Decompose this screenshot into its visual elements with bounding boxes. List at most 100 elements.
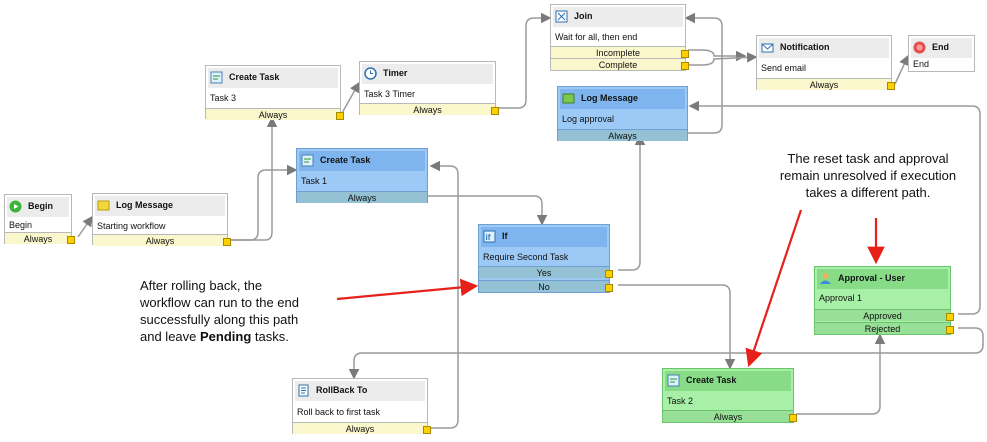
task-icon [301, 154, 314, 167]
output-port[interactable] [491, 107, 499, 115]
output-port[interactable] [605, 270, 613, 278]
node-description: Roll back to first task [297, 407, 381, 417]
if-node[interactable]: if If Require Second Task Yes No [478, 224, 613, 293]
link-rejected-rollback [348, 327, 984, 380]
output-rejected[interactable]: Rejected [815, 322, 954, 334]
document-icon [297, 384, 310, 397]
output-port[interactable] [681, 50, 689, 58]
output-always[interactable]: Always [360, 103, 499, 115]
callout-left: After rolling back, the workflow can run… [140, 278, 299, 344]
task-icon [667, 374, 680, 387]
link-if-yes-logapproval [618, 134, 646, 271]
node-title: If [502, 231, 508, 241]
branch-icon: if [483, 230, 496, 243]
node-description: Log approval [562, 114, 615, 124]
output-always[interactable]: Always [663, 410, 797, 422]
output-always[interactable]: Always [5, 232, 75, 244]
output-always[interactable]: Always [757, 78, 895, 90]
link-if-no-createtask2 [618, 284, 736, 370]
node-description: Task 3 Timer [364, 89, 416, 99]
end-node[interactable]: End End [908, 35, 975, 72]
node-title: RollBack To [316, 385, 368, 395]
node-description: End [913, 59, 930, 69]
node-title: Begin [28, 201, 54, 211]
output-always[interactable]: Always [558, 129, 687, 141]
output-port[interactable] [605, 284, 613, 292]
link-notification-end [894, 54, 909, 85]
output-port[interactable] [887, 82, 895, 90]
rollback-to-node[interactable]: RollBack To Roll back to first task Alwa… [292, 378, 431, 434]
link-log-createtask1 [230, 164, 298, 241]
output-yes[interactable]: Yes [479, 266, 613, 278]
link-logapproval-join [684, 12, 723, 134]
node-title: Create Task [686, 375, 737, 385]
link-join-complete-notification [688, 52, 758, 66]
node-title: Create Task [229, 72, 280, 82]
output-port[interactable] [789, 414, 797, 422]
output-always[interactable]: Always [93, 234, 231, 246]
output-port[interactable] [681, 62, 689, 70]
node-title: Log Message [116, 200, 174, 210]
link-createtask1-if [428, 195, 548, 226]
output-port[interactable] [67, 236, 75, 244]
output-port[interactable] [336, 112, 344, 120]
svg-text:if: if [486, 233, 491, 242]
output-port[interactable] [946, 326, 954, 334]
node-description: Begin [9, 220, 33, 230]
callout-arrow-right-diagonal [745, 209, 803, 368]
link-rollback-createtask1 [429, 160, 459, 429]
output-incomplete[interactable]: Incomplete [551, 46, 689, 58]
node-title: Approval - User [838, 273, 906, 283]
output-approved[interactable]: Approved [815, 309, 954, 321]
node-description: Task 3 [210, 93, 237, 103]
output-port[interactable] [223, 238, 231, 246]
link-createtask2-approval [796, 333, 886, 415]
output-complete[interactable]: Complete [551, 58, 689, 70]
callout-right: The reset task and approval remain unres… [779, 151, 957, 200]
node-description: Require Second Task [483, 252, 569, 262]
log-message-approval-node[interactable]: Log Message Log approval Always [557, 86, 688, 141]
node-title: Join [574, 11, 593, 21]
timer-node[interactable]: Timer Task 3 Timer Always [359, 61, 499, 115]
output-always[interactable]: Always [206, 108, 344, 120]
node-description: Wait for all, then end [555, 32, 638, 42]
link-createtask3-timer [341, 81, 360, 114]
output-port[interactable] [946, 313, 954, 321]
create-task-1-node[interactable]: Create Task Task 1 Always [296, 148, 428, 203]
create-task-3-node[interactable]: Create Task Task 3 Always [205, 65, 344, 120]
node-title: Notification [780, 42, 830, 52]
output-always[interactable]: Always [293, 422, 431, 434]
begin-node[interactable]: Begin Begin Always [4, 194, 75, 244]
node-title: Create Task [320, 155, 371, 165]
clock-icon [364, 67, 377, 80]
node-description: Task 2 [667, 396, 694, 406]
message-icon [562, 92, 575, 105]
envelope-icon [761, 41, 774, 54]
link-join-incomplete-notification [688, 49, 747, 62]
link-log-createtask3 [230, 116, 278, 241]
output-always[interactable]: Always [297, 191, 427, 203]
play-icon [9, 200, 22, 213]
link-approved-logapproval [688, 100, 981, 315]
callout-arrow-left [336, 278, 479, 301]
node-title: Timer [383, 68, 408, 78]
node-description: Approval 1 [819, 293, 863, 303]
node-description: Task 1 [301, 176, 328, 186]
node-title: Log Message [581, 93, 639, 103]
join-icon [555, 10, 568, 23]
output-no[interactable]: No [479, 280, 613, 292]
create-task-2-node[interactable]: Create Task Task 2 Always [662, 368, 797, 423]
task-icon [210, 71, 223, 84]
join-node[interactable]: Join Wait for all, then end Incomplete C… [550, 4, 689, 71]
link-begin-log [77, 215, 93, 238]
output-port[interactable] [423, 426, 431, 434]
notification-node[interactable]: Notification Send email Always [756, 35, 895, 90]
link-timer-join [498, 12, 552, 109]
node-description: Send email [761, 63, 807, 73]
approval-user-node[interactable]: Approval - User Approval 1 Approved Reje… [814, 266, 954, 335]
message-icon [97, 199, 110, 212]
user-approval-icon [819, 272, 832, 285]
log-message-start-node[interactable]: Log Message Starting workflow Always [92, 193, 231, 246]
node-description: Starting workflow [97, 221, 166, 231]
